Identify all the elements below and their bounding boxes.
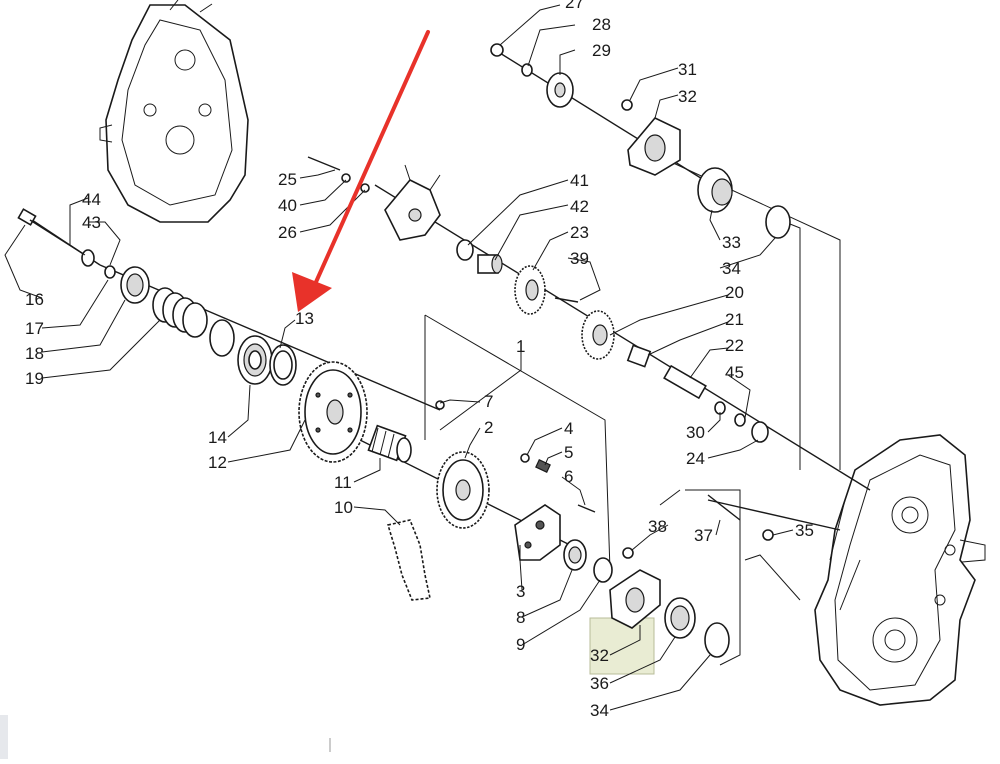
callout-33: 33 xyxy=(722,233,741,252)
callout-28: 28 xyxy=(592,15,611,34)
part-2-gear xyxy=(436,451,490,529)
part-21-bearing xyxy=(626,344,652,368)
callout-23: 23 xyxy=(570,223,589,242)
part-snap-ring xyxy=(209,319,235,357)
callout-24: 24 xyxy=(686,449,705,468)
part-29-flange xyxy=(546,72,574,108)
part-13-ring xyxy=(269,344,297,386)
part-39-pin xyxy=(554,297,579,303)
callout-10: 10 xyxy=(334,498,353,517)
gear-case-housing xyxy=(814,434,986,706)
red-arrow xyxy=(292,30,430,312)
callout-8: 8 xyxy=(516,608,525,627)
callout-32-bottom: 32 xyxy=(590,646,609,665)
callout-14: 14 xyxy=(208,428,227,447)
callout-21: 21 xyxy=(725,310,744,329)
part-17-washer xyxy=(81,249,95,267)
callout-7: 7 xyxy=(484,392,493,411)
part-10-chain xyxy=(386,519,431,601)
part-31-nut xyxy=(621,99,633,111)
callout-40: 40 xyxy=(278,196,297,215)
part-40-washer xyxy=(341,173,351,183)
callout-35: 35 xyxy=(795,521,814,540)
part-28-washer xyxy=(521,63,533,77)
part-26-nut xyxy=(360,183,370,193)
part-25-bolt xyxy=(307,156,341,171)
callout-labels: 27 28 29 31 32 44 43 25 40 26 41 42 23 3… xyxy=(25,0,814,720)
part-32-plate xyxy=(609,569,661,629)
callout-17: 17 xyxy=(25,319,44,338)
part-33-bearing xyxy=(697,167,733,213)
chaincase-cover xyxy=(99,0,249,223)
callout-37: 37 xyxy=(694,526,713,545)
part-7-bolt xyxy=(435,400,445,410)
part-9-washer xyxy=(593,557,613,583)
part-27-nut xyxy=(490,43,504,57)
part-12-sprocket xyxy=(298,361,368,463)
part-22-shaft xyxy=(663,364,707,400)
part-42-bearing xyxy=(477,254,503,274)
callout-13: 13 xyxy=(295,309,314,328)
part-5-spring xyxy=(535,459,551,473)
part-36-bearing xyxy=(664,597,696,639)
part-20-gear xyxy=(581,310,615,360)
callout-26: 26 xyxy=(278,223,297,242)
callout-38: 38 xyxy=(648,517,667,536)
part-18-cup xyxy=(120,266,150,304)
callout-19: 19 xyxy=(25,369,44,388)
callout-42: 42 xyxy=(570,197,589,216)
part-37-bolt xyxy=(707,494,741,521)
callout-30: 30 xyxy=(686,423,705,442)
part-11-gear xyxy=(367,424,412,463)
highlight-box xyxy=(589,617,655,675)
part-45-washer xyxy=(734,413,746,427)
callout-44: 44 xyxy=(82,190,101,209)
callout-25: 25 xyxy=(278,170,297,189)
callout-36: 36 xyxy=(590,674,609,693)
part-4-pin xyxy=(520,453,530,463)
part-35-nut xyxy=(762,529,774,541)
callout-20: 20 xyxy=(725,283,744,302)
callout-27: 27 xyxy=(565,0,584,12)
callout-22: 22 xyxy=(725,336,744,355)
part-3-bracket xyxy=(514,504,561,561)
leader-lines xyxy=(4,4,794,711)
part-41-washer xyxy=(456,239,474,261)
part-34-seal-top xyxy=(765,205,791,239)
lever-assembly xyxy=(384,164,441,241)
callout-43: 43 xyxy=(82,213,101,232)
part-38-nut xyxy=(622,547,634,559)
part-8-bearing xyxy=(563,539,587,571)
callout-29: 29 xyxy=(592,41,611,60)
callout-3: 3 xyxy=(516,582,525,601)
callout-11: 11 xyxy=(334,473,352,492)
callout-34-top: 34 xyxy=(722,259,741,278)
part-24-seal xyxy=(751,421,769,443)
part-19-spring xyxy=(152,287,208,338)
callout-39: 39 xyxy=(570,249,589,268)
callout-41: 41 xyxy=(570,171,589,190)
callout-45: 45 xyxy=(725,363,744,382)
callout-34-bottom: 34 xyxy=(590,701,609,720)
callout-16: 16 xyxy=(25,290,44,309)
callout-32-top: 32 xyxy=(678,87,697,106)
part-34-seal xyxy=(704,622,730,658)
callout-6: 6 xyxy=(564,467,573,486)
part-6-pin xyxy=(577,504,596,513)
part-32-bearing-plate xyxy=(627,117,681,176)
callout-9: 9 xyxy=(516,635,525,654)
callout-12: 12 xyxy=(208,453,227,472)
callout-2: 2 xyxy=(484,418,493,437)
edge-mark xyxy=(0,715,8,759)
callout-1: 1 xyxy=(516,337,525,356)
part-23-gear xyxy=(514,265,546,315)
callout-4: 4 xyxy=(564,419,573,438)
part-nut xyxy=(104,265,116,279)
part-14-bearing xyxy=(237,335,273,385)
callout-31: 31 xyxy=(678,60,697,79)
callout-18: 18 xyxy=(25,344,44,363)
callout-5: 5 xyxy=(564,443,573,462)
